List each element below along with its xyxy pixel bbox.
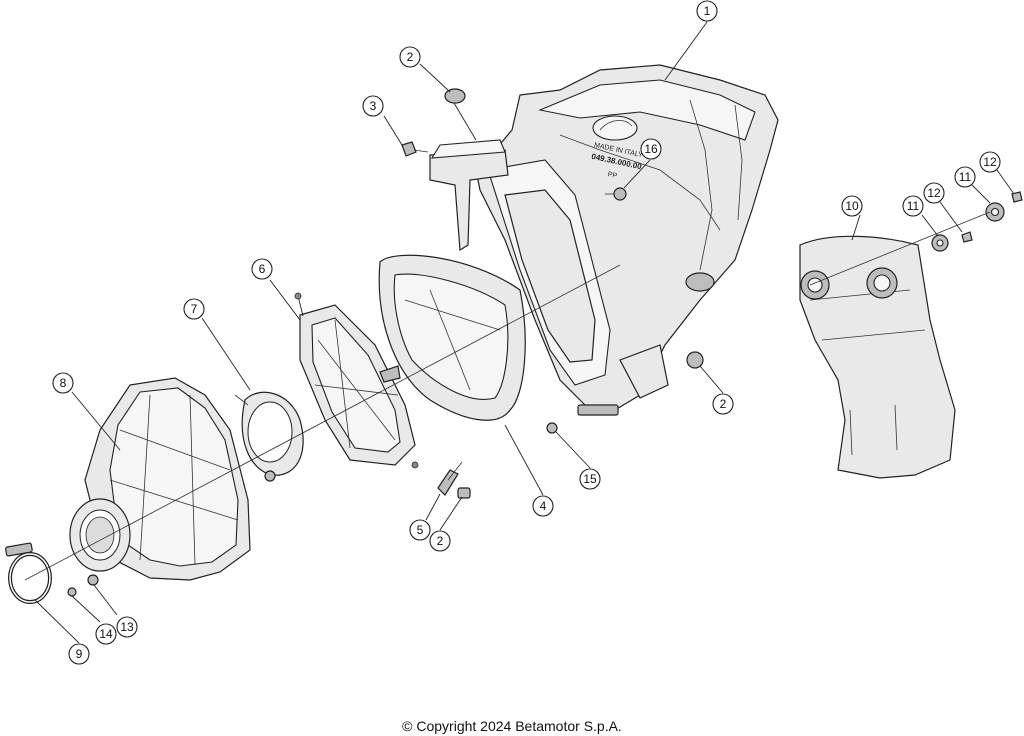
svg-text:15: 15 — [583, 472, 597, 486]
svg-text:2: 2 — [407, 50, 414, 64]
filter-support — [294, 292, 419, 469]
svg-text:7: 7 — [191, 302, 198, 316]
svg-text:3: 3 — [370, 99, 377, 113]
callout-15: 15 — [579, 468, 601, 490]
rear-air-duct — [799, 235, 956, 479]
callout-12-left: 12 — [923, 182, 945, 204]
small-hardware — [67, 88, 1023, 597]
callout-13: 13 — [116, 616, 138, 638]
hose-clamp — [5, 542, 52, 604]
callout-8: 8 — [52, 372, 74, 394]
callout-11-right: 11 — [954, 166, 976, 188]
svg-text:4: 4 — [540, 499, 547, 513]
airbox-housing: MADE IN ITALY 049.38.000.00 PP — [429, 64, 779, 416]
svg-text:13: 13 — [120, 620, 134, 634]
filter-cage — [378, 254, 526, 421]
svg-text:5: 5 — [417, 523, 424, 537]
callout-12-right: 12 — [979, 151, 1001, 173]
callout-14: 14 — [95, 623, 117, 645]
svg-text:11: 11 — [907, 199, 920, 213]
svg-text:12: 12 — [927, 186, 941, 200]
svg-text:11: 11 — [959, 170, 972, 184]
intake-manifold — [69, 377, 251, 581]
callouts: 1 2 2 2 3 4 5 6 7 8 9 10 11 11 12 12 13 … — [52, 0, 1001, 665]
leader-lines — [34, 21, 1015, 644]
svg-text:10: 10 — [845, 199, 859, 213]
svg-text:2: 2 — [720, 397, 727, 411]
callout-2-right: 2 — [712, 393, 734, 415]
callout-10: 10 — [841, 195, 863, 217]
callout-5: 5 — [409, 519, 431, 541]
svg-text:16: 16 — [644, 142, 658, 156]
callout-16: 16 — [640, 138, 662, 160]
svg-text:1: 1 — [704, 4, 711, 18]
svg-text:8: 8 — [60, 376, 67, 390]
copyright-notice: © Copyright 2024 Betamotor S.p.A. — [402, 718, 622, 734]
svg-text:12: 12 — [983, 155, 997, 169]
callout-9: 9 — [68, 643, 90, 665]
callout-7: 7 — [183, 298, 205, 320]
assembly-axis-lines — [24, 211, 991, 581]
svg-text:9: 9 — [76, 647, 83, 661]
callout-11-left: 11 — [902, 195, 924, 217]
svg-text:6: 6 — [259, 262, 266, 276]
svg-text:2: 2 — [437, 534, 444, 548]
callout-4: 4 — [532, 495, 554, 517]
callout-2-top: 2 — [399, 46, 421, 68]
rubber-gasket — [234, 391, 304, 482]
airbox-marking-3: PP — [607, 171, 618, 180]
svg-text:14: 14 — [99, 627, 113, 641]
callout-2-bottom: 2 — [429, 530, 451, 552]
callout-6: 6 — [251, 258, 273, 280]
callout-3: 3 — [362, 95, 384, 117]
callout-1: 1 — [696, 0, 718, 22]
